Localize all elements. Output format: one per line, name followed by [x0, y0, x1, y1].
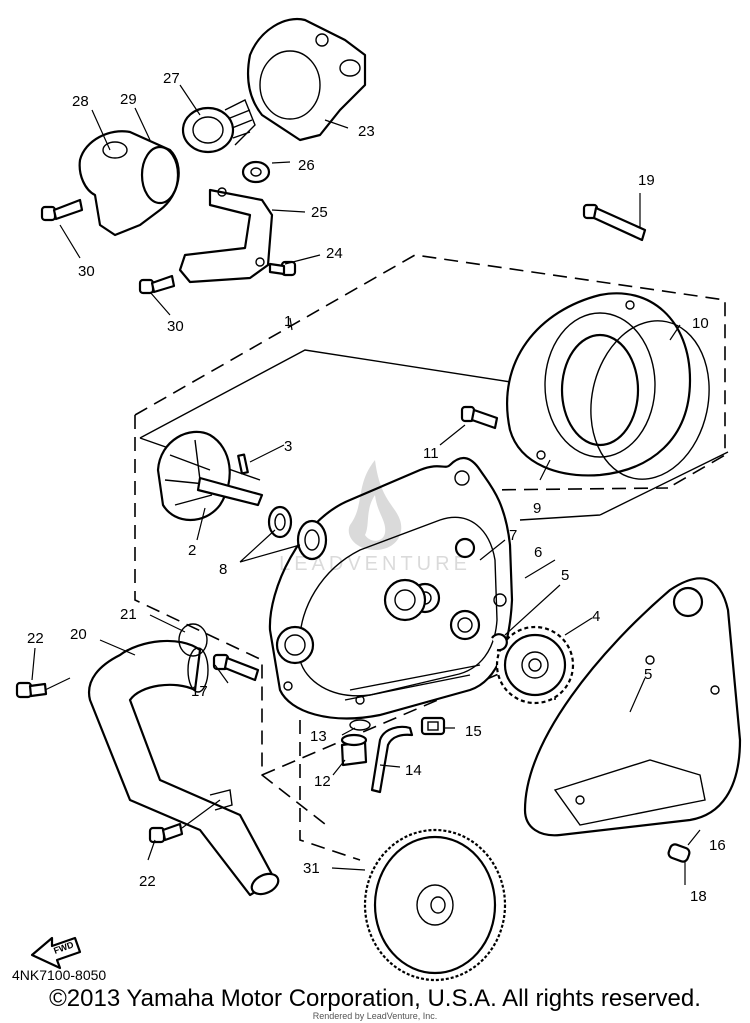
cover-bolt — [460, 405, 499, 430]
thermostat-bracket — [178, 187, 274, 284]
callout-5-upper: 5 — [561, 567, 569, 584]
circlip — [491, 633, 508, 652]
callout-10: 10 — [692, 315, 709, 332]
callout-28: 28 — [72, 93, 89, 110]
impeller — [156, 430, 264, 521]
flame-logo-icon — [348, 460, 402, 550]
callout-17: 17 — [191, 683, 208, 700]
watermark-text: LEADVENTURE — [279, 553, 471, 575]
thermostat — [181, 99, 256, 154]
union-bolt — [212, 653, 260, 682]
drive-gear — [495, 625, 575, 705]
breather-hose — [370, 725, 414, 794]
housing-bolt-lower — [138, 274, 176, 295]
callout-9: 9 — [533, 500, 541, 517]
watermark: LEADVENTURE — [255, 455, 495, 585]
pipe-bolt-lower — [148, 822, 184, 844]
callout-30-lower: 30 — [167, 318, 184, 335]
callout-16: 16 — [709, 837, 726, 854]
thermostat-housing — [247, 17, 367, 142]
callout-8: 8 — [219, 561, 227, 578]
impeller-cover — [505, 292, 692, 477]
callout-29: 29 — [120, 91, 137, 108]
water-pipe — [87, 639, 280, 897]
drain-gasket — [349, 719, 371, 731]
pin — [237, 453, 249, 475]
pipe-bolt-upper — [15, 681, 48, 699]
callout-14: 14 — [405, 762, 422, 779]
callout-15: 15 — [465, 723, 482, 740]
washer — [493, 593, 507, 607]
callout-5-lower: 5 — [644, 666, 652, 683]
callout-3: 3 — [284, 438, 292, 455]
callout-2: 2 — [188, 542, 196, 559]
cover-housing — [268, 457, 514, 720]
callout-21: 21 — [120, 606, 137, 623]
callout-22-upper: 22 — [27, 630, 44, 647]
o-ring — [178, 623, 208, 657]
cap — [667, 843, 691, 863]
callout-1: 1 — [284, 313, 292, 330]
callout-22-lower: 22 — [139, 873, 156, 890]
callout-31: 31 — [303, 860, 320, 877]
cover-gasket — [590, 320, 710, 480]
callout-27: 27 — [163, 70, 180, 87]
callout-leaders — [31, 84, 701, 885]
callout-12: 12 — [314, 773, 331, 790]
drawing-code: 4NK7100-8050 — [12, 967, 106, 983]
callout-4: 4 — [592, 608, 600, 625]
drain-bolt — [340, 733, 368, 767]
long-bolt — [582, 203, 647, 242]
grommet — [241, 160, 271, 184]
callout-18: 18 — [690, 888, 707, 905]
callout-30-upper: 30 — [78, 263, 95, 280]
callout-26: 26 — [298, 157, 315, 174]
outlet-housing — [78, 130, 180, 237]
copyright-notice: ©2013 Yamaha Motor Corporation, U.S.A. A… — [49, 985, 701, 1012]
housing-bolt-upper — [40, 198, 84, 222]
callout-23: 23 — [358, 123, 375, 140]
primary-gear — [363, 828, 507, 982]
callout-13: 13 — [310, 728, 327, 745]
fwd-arrow-icon: FWD — [30, 936, 82, 970]
callout-19: 19 — [638, 172, 655, 189]
oil-seal-pair — [267, 505, 328, 561]
bracket-bolt — [268, 260, 297, 277]
callout-11: 11 — [423, 445, 439, 462]
render-credit: Rendered by LeadVenture, Inc. — [312, 1011, 438, 1021]
callout-20: 20 — [70, 626, 87, 643]
callout-24: 24 — [326, 245, 343, 262]
callout-6: 6 — [534, 544, 542, 561]
callout-7: 7 — [509, 527, 517, 544]
pipe-leader — [44, 677, 221, 829]
callout-25: 25 — [311, 204, 328, 221]
hose-fitting — [420, 716, 446, 736]
